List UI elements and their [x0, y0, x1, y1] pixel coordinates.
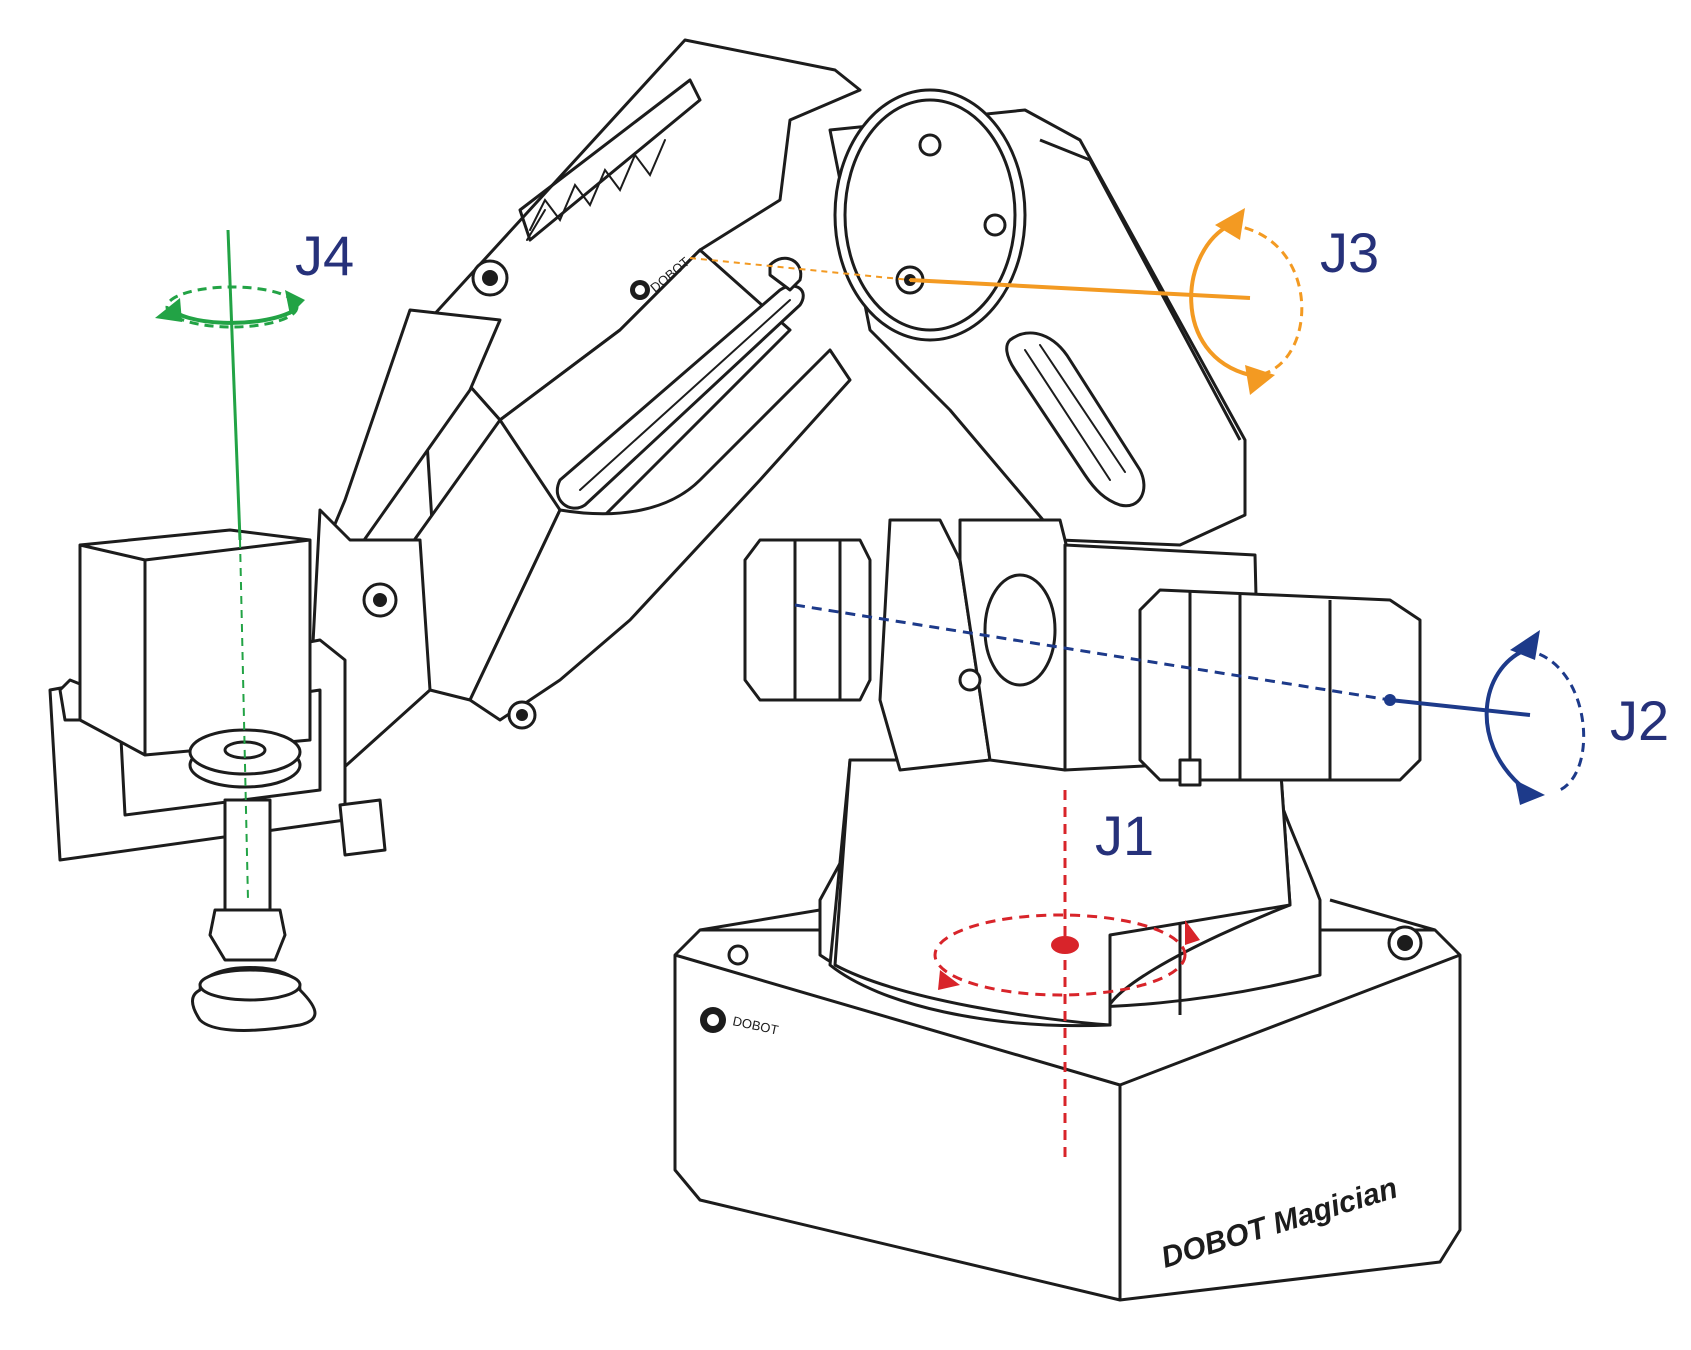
heatsink-fins	[518, 78, 702, 242]
j3-label: J3	[1320, 221, 1379, 284]
j2-axis-indicator	[794, 603, 1586, 805]
j2-label: J2	[1610, 689, 1669, 752]
j4-axis-indicator	[155, 229, 305, 901]
j4-label: J4	[295, 224, 354, 287]
robot-base: DOBOT DOBOT Magician	[673, 898, 1462, 1302]
j1-axis-indicator	[933, 790, 1200, 1160]
j3-axis-indicator	[689, 208, 1304, 395]
elbow-disc	[833, 88, 1027, 342]
j1-label: J1	[1095, 804, 1154, 867]
forearm: DOBOT	[398, 38, 862, 722]
robot-tower	[818, 758, 1322, 1028]
base-logo: DOBOT	[700, 1007, 780, 1038]
end-effector	[48, 528, 387, 1032]
shoulder-motors	[743, 518, 1422, 787]
